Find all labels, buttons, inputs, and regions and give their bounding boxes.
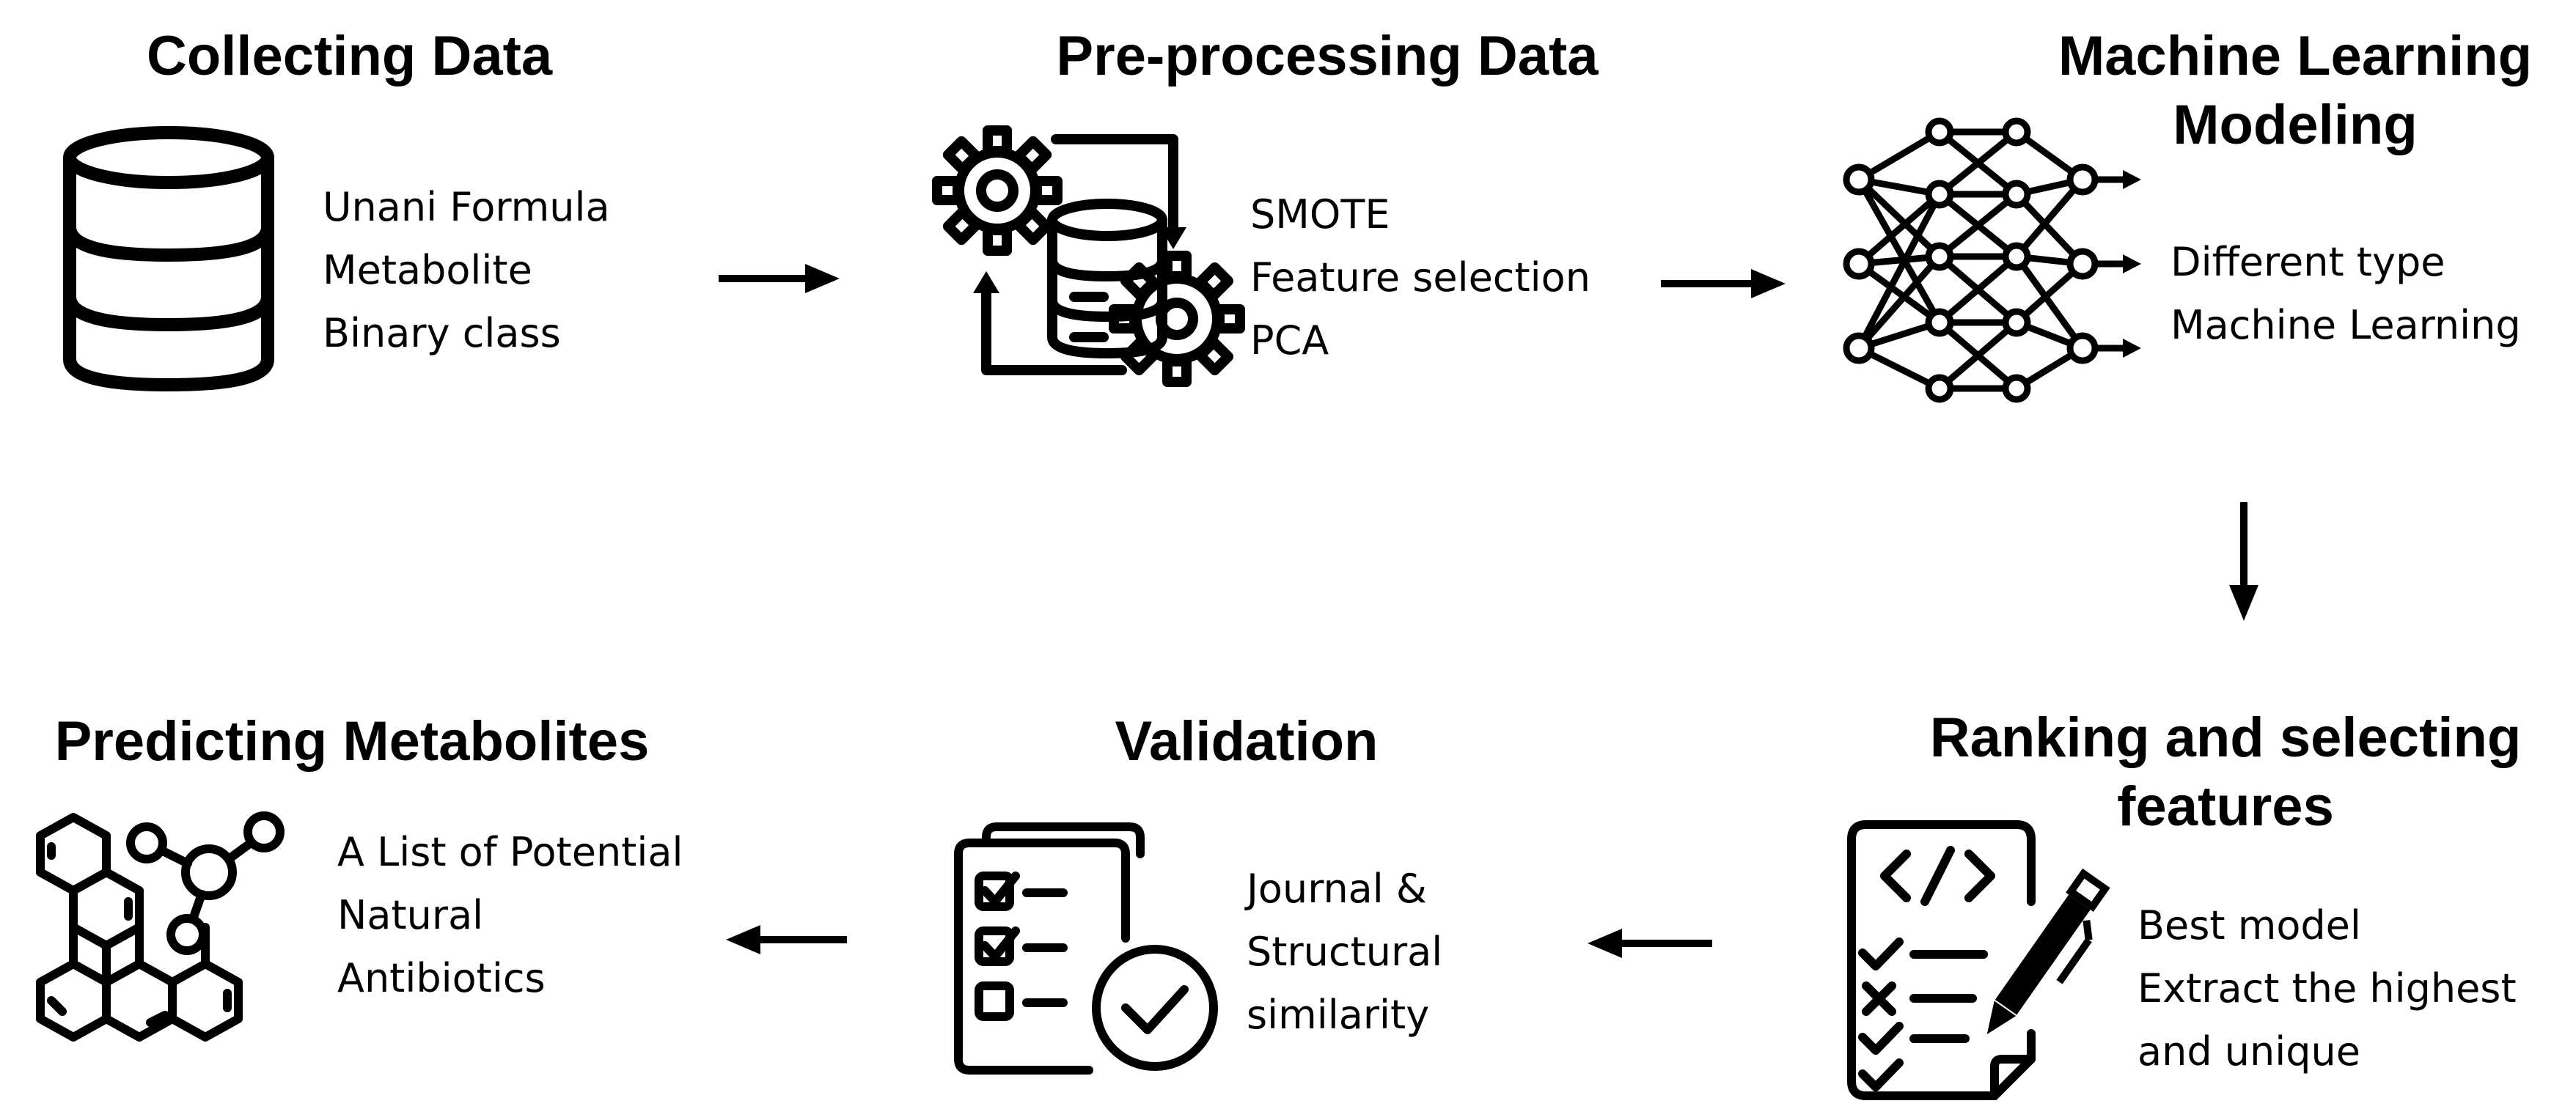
description-line: Extract the highest xyxy=(2138,965,2517,1012)
step-description-validation: Journal & Structural similarity xyxy=(1247,858,1442,1047)
database-icon xyxy=(63,126,274,391)
description-line: Unani Formula xyxy=(323,184,610,230)
description-line: Antibiotics xyxy=(337,955,546,1001)
step-description-ranking-selecting-features: Best model Extract the highest and uniqu… xyxy=(2138,894,2517,1083)
title-line: Pre-processing Data xyxy=(1056,25,1599,87)
flow-arrow-down xyxy=(2229,502,2258,621)
title-line: Validation xyxy=(1115,710,1379,773)
title-line: Collecting Data xyxy=(147,25,553,87)
description-line: Structural xyxy=(1247,929,1443,975)
description-line: similarity xyxy=(1247,992,1430,1038)
description-line: Machine Learning xyxy=(2170,302,2521,348)
code-checklist-pen-icon xyxy=(1847,820,2110,1100)
flow-arrow-right xyxy=(719,264,840,293)
title-line: Predicting Metabolites xyxy=(54,710,650,773)
description-line: A List of Potential xyxy=(337,829,683,875)
description-line: SMOTE xyxy=(1250,191,1390,237)
title-line: Ranking and selecting xyxy=(1929,707,2522,769)
gears-data-cycle-icon xyxy=(932,125,1245,387)
step-title-ranking-selecting-features: Ranking and selecting features xyxy=(1892,704,2559,841)
checklist-approval-icon xyxy=(954,822,1218,1075)
step-description-predicting-metabolites: A List of Potential Natural Antibiotics xyxy=(337,821,683,1010)
step-title-machine-learning-modeling: Machine Learning Modeling xyxy=(2024,22,2566,160)
description-line: Feature selection xyxy=(1250,254,1590,301)
step-title-preprocessing-data: Pre-processing Data xyxy=(1012,22,1643,91)
molecule-structure-icon xyxy=(36,811,285,1042)
flow-arrow-left xyxy=(726,925,847,954)
step-title-predicting-metabolites: Predicting Metabolites xyxy=(15,707,689,776)
description-line: Different type xyxy=(2170,239,2445,285)
title-line: Machine Learning xyxy=(2058,25,2533,87)
flow-arrow-right xyxy=(1661,269,1786,298)
step-description-machine-learning-modeling: Different type Machine Learning xyxy=(2170,231,2521,357)
flow-arrow-left xyxy=(1588,929,1712,958)
neural-network-icon xyxy=(1843,117,2141,403)
description-line: and unique xyxy=(2138,1028,2360,1075)
step-title-validation: Validation xyxy=(1027,707,1467,776)
step-description-collecting-data: Unani Formula Metabolite Binary class xyxy=(323,176,610,365)
description-line: Journal & xyxy=(1247,866,1428,912)
step-title-collecting-data: Collecting Data xyxy=(147,22,552,91)
step-description-preprocessing-data: SMOTE Feature selection PCA xyxy=(1250,183,1590,372)
description-line: Metabolite xyxy=(323,247,532,293)
description-line: Natural xyxy=(337,892,484,938)
title-line: Modeling xyxy=(2173,94,2418,156)
description-line: Best model xyxy=(2138,902,2361,948)
description-line: Binary class xyxy=(323,310,561,356)
description-line: PCA xyxy=(1250,317,1329,364)
title-line: features xyxy=(2117,775,2334,838)
